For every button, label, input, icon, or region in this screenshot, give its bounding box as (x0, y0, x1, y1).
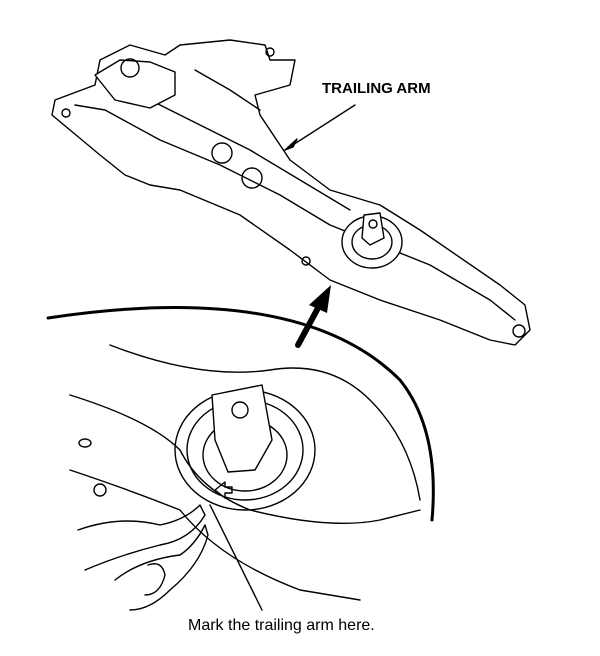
component-leader-line (284, 104, 356, 151)
trailing-arm-drawing (51, 39, 531, 346)
detail-bushing-drawing (69, 344, 421, 611)
trailing-arm-label: TRAILING ARM (322, 80, 431, 97)
instruction-leader-line (209, 504, 263, 611)
detail-view-boundary (46, 306, 435, 522)
instruction-label: Mark the trailing arm here. (188, 617, 375, 634)
